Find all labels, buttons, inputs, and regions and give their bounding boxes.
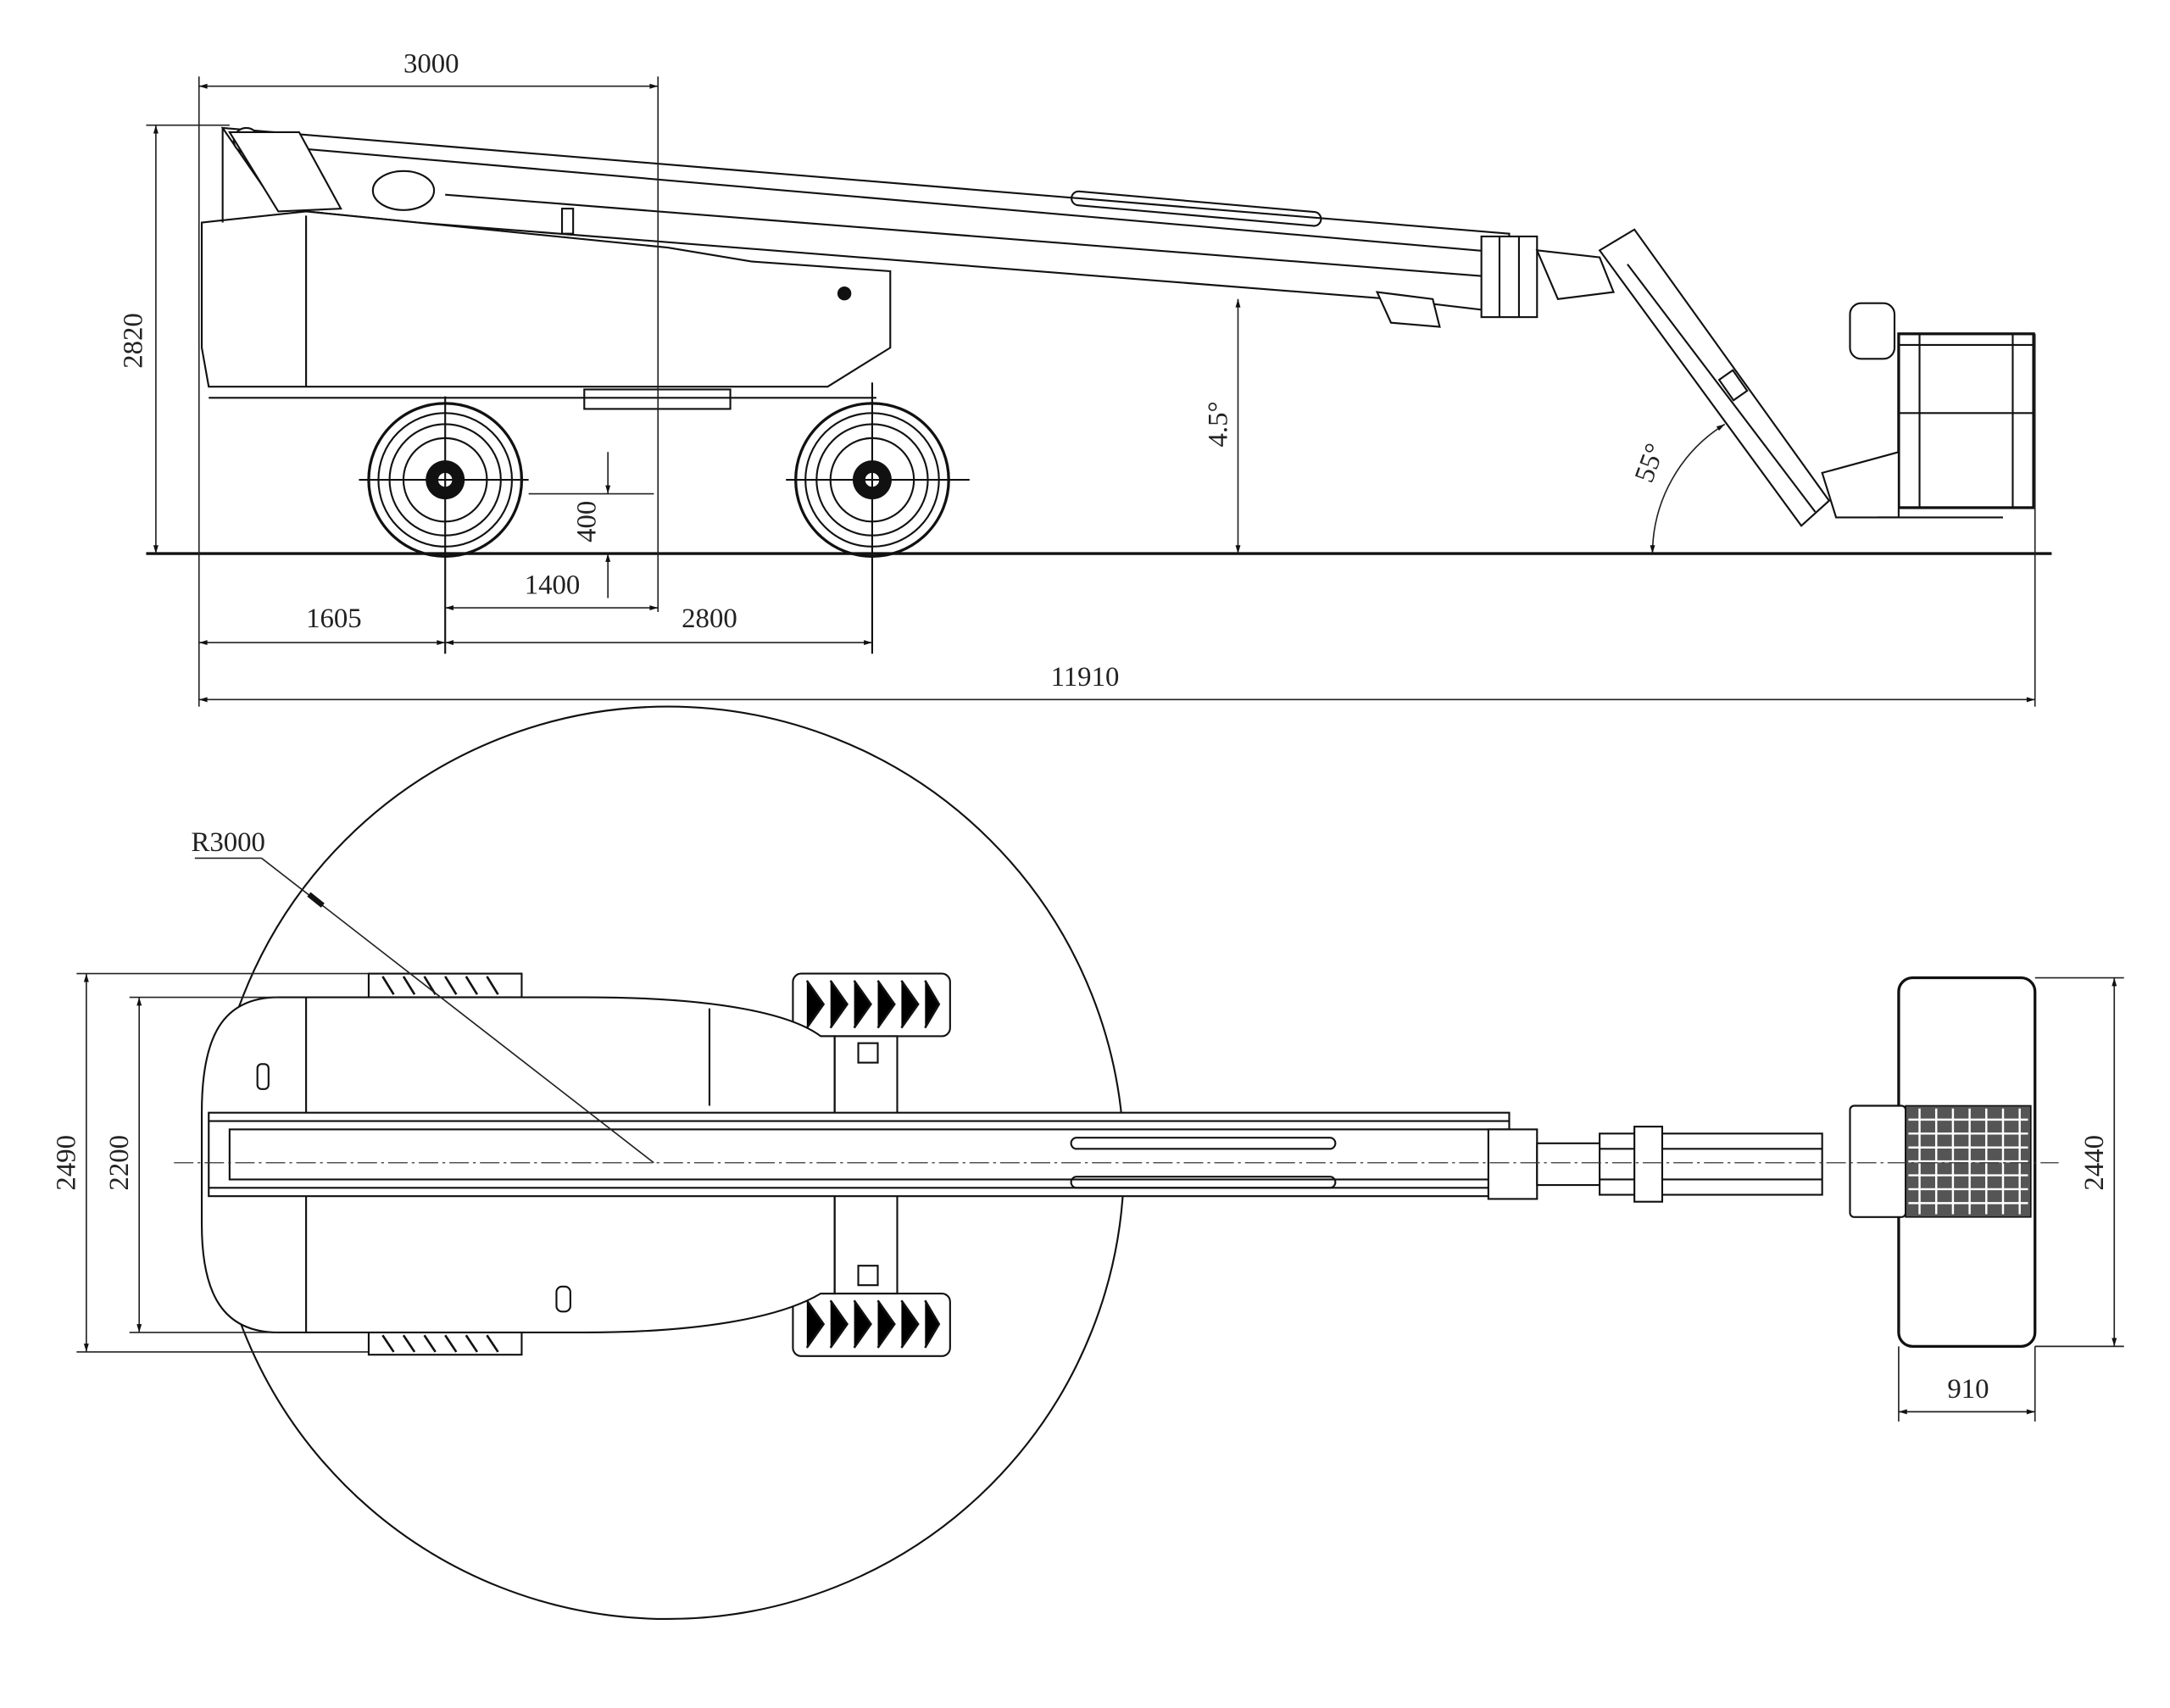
dimension-2200: 2200 [104, 996, 279, 1333]
dim-label-3000: 3000 [403, 48, 459, 79]
dimension-11910: 11910 [198, 333, 2036, 707]
boom-top [208, 1111, 1538, 1200]
dim-label-boom-angle: 4.5° [1203, 401, 1233, 447]
dim-label-2820: 2820 [118, 313, 148, 369]
dimension-1605: 1605 [198, 604, 446, 646]
dimension-jib-angle: 55° [1629, 423, 1726, 554]
rear-wheel [359, 396, 529, 654]
dimension-2440: 2440 [2034, 976, 2124, 1348]
dimension-3000: 3000 [198, 48, 659, 707]
dim-label-2800: 2800 [682, 604, 737, 634]
dim-label-2440: 2440 [2079, 1135, 2110, 1191]
dimension-2820: 2820 [118, 124, 230, 554]
work-platform-top [1849, 976, 2037, 1349]
boom [220, 126, 1616, 328]
dim-label-1400: 1400 [525, 570, 581, 601]
front-wheel [786, 382, 970, 654]
dim-label-2490: 2490 [52, 1135, 82, 1191]
dim-label-r3000: R3000 [191, 827, 264, 858]
dim-label-jib-angle: 55° [1629, 440, 1672, 487]
side-view: 3000 2820 4.5° 55° 400 1400 1605 [118, 48, 2052, 707]
dim-label-910: 910 [1947, 1374, 1989, 1405]
dimension-400: 400 [528, 452, 654, 598]
dim-label-2200: 2200 [104, 1135, 135, 1191]
dim-label-1605: 1605 [306, 604, 362, 634]
top-view: R3000 2490 2200 2440 910 [52, 705, 2124, 1621]
dimension-910: 910 [1898, 1346, 2036, 1421]
jib-top [1536, 1126, 1823, 1203]
dimension-2800: 2800 [445, 604, 872, 646]
dimension-swing-radius: R3000 [191, 827, 654, 1164]
dimension-boom-angle: 4.5° [1203, 298, 1241, 554]
dim-label-11910: 11910 [1051, 662, 1120, 693]
dimension-2490: 2490 [52, 972, 369, 1353]
dim-label-400: 400 [571, 501, 602, 542]
jib-arm [1598, 228, 1831, 527]
tires-top [367, 972, 951, 1357]
work-platform-side [1821, 302, 2035, 519]
dimension-1400: 1400 [445, 570, 659, 611]
